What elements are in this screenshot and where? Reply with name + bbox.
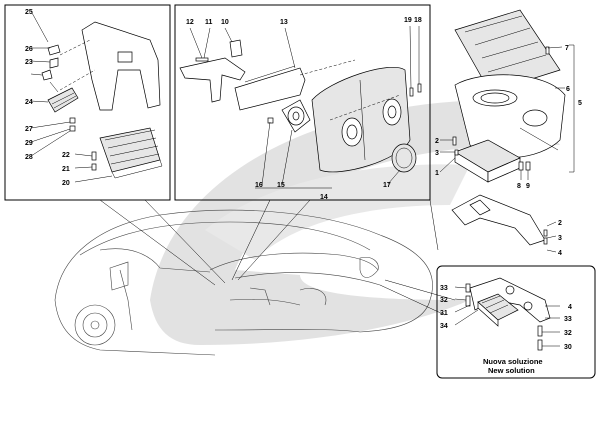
callout-23: 23 bbox=[25, 59, 33, 66]
new-solution-italian: Nuova soluzione bbox=[483, 357, 543, 366]
callout-2-bottom: 2 bbox=[558, 220, 562, 227]
new-solution-parts bbox=[465, 277, 551, 351]
callout-7: 7 bbox=[565, 45, 569, 52]
callout-33-right: 33 bbox=[564, 316, 572, 323]
callout-27: 27 bbox=[25, 126, 33, 133]
callout-labels: 25 26 23 24 27 29 28 22 21 20 12 11 10 1… bbox=[25, 9, 582, 375]
callout-30: 30 bbox=[564, 344, 572, 351]
callout-21: 21 bbox=[62, 166, 70, 173]
callout-3-top: 3 bbox=[435, 150, 439, 157]
callout-4-bottom: 4 bbox=[568, 304, 572, 311]
callout-19: 19 bbox=[404, 17, 412, 24]
callout-26: 26 bbox=[25, 46, 33, 53]
callout-18: 18 bbox=[414, 17, 422, 24]
left-detail-frame bbox=[4, 4, 171, 201]
callout-9: 9 bbox=[526, 183, 530, 190]
watermark-logo bbox=[150, 99, 560, 345]
callout-34: 34 bbox=[440, 323, 448, 330]
callout-12: 12 bbox=[186, 19, 194, 26]
center-frame-parts bbox=[179, 39, 422, 189]
callout-24: 24 bbox=[25, 99, 33, 106]
right-side-parts bbox=[451, 9, 566, 246]
callout-25: 25 bbox=[25, 9, 33, 16]
new-solution-frame bbox=[436, 265, 596, 379]
frame-leader-lines bbox=[99, 199, 456, 316]
right-bracket bbox=[569, 44, 575, 173]
callout-32-right: 32 bbox=[564, 330, 572, 337]
callout-1: 1 bbox=[435, 170, 439, 177]
callout-16: 16 bbox=[255, 182, 263, 189]
left-frame-parts bbox=[41, 21, 163, 179]
car-outline bbox=[54, 209, 433, 356]
callout-15: 15 bbox=[277, 182, 285, 189]
callout-20: 20 bbox=[62, 180, 70, 187]
callout-33-left: 33 bbox=[440, 285, 448, 292]
callout-5: 5 bbox=[578, 100, 582, 107]
callout-leaders bbox=[30, 10, 565, 347]
callout-10: 10 bbox=[221, 19, 229, 26]
callout-11: 11 bbox=[205, 19, 213, 26]
callout-2-top: 2 bbox=[435, 138, 439, 145]
callout-28: 28 bbox=[25, 154, 33, 161]
callout-4-top: 4 bbox=[558, 250, 562, 257]
callout-32-left: 32 bbox=[440, 297, 448, 304]
callout-17: 17 bbox=[383, 182, 391, 189]
callout-8: 8 bbox=[517, 183, 521, 190]
callout-14: 14 bbox=[320, 194, 328, 201]
callout-29: 29 bbox=[25, 140, 33, 147]
callout-31: 31 bbox=[440, 310, 448, 317]
callout-6: 6 bbox=[566, 86, 570, 93]
callout-3-bottom: 3 bbox=[558, 235, 562, 242]
callout-22: 22 bbox=[62, 152, 70, 159]
new-solution-english: New solution bbox=[488, 366, 535, 375]
callout-13: 13 bbox=[280, 19, 288, 26]
